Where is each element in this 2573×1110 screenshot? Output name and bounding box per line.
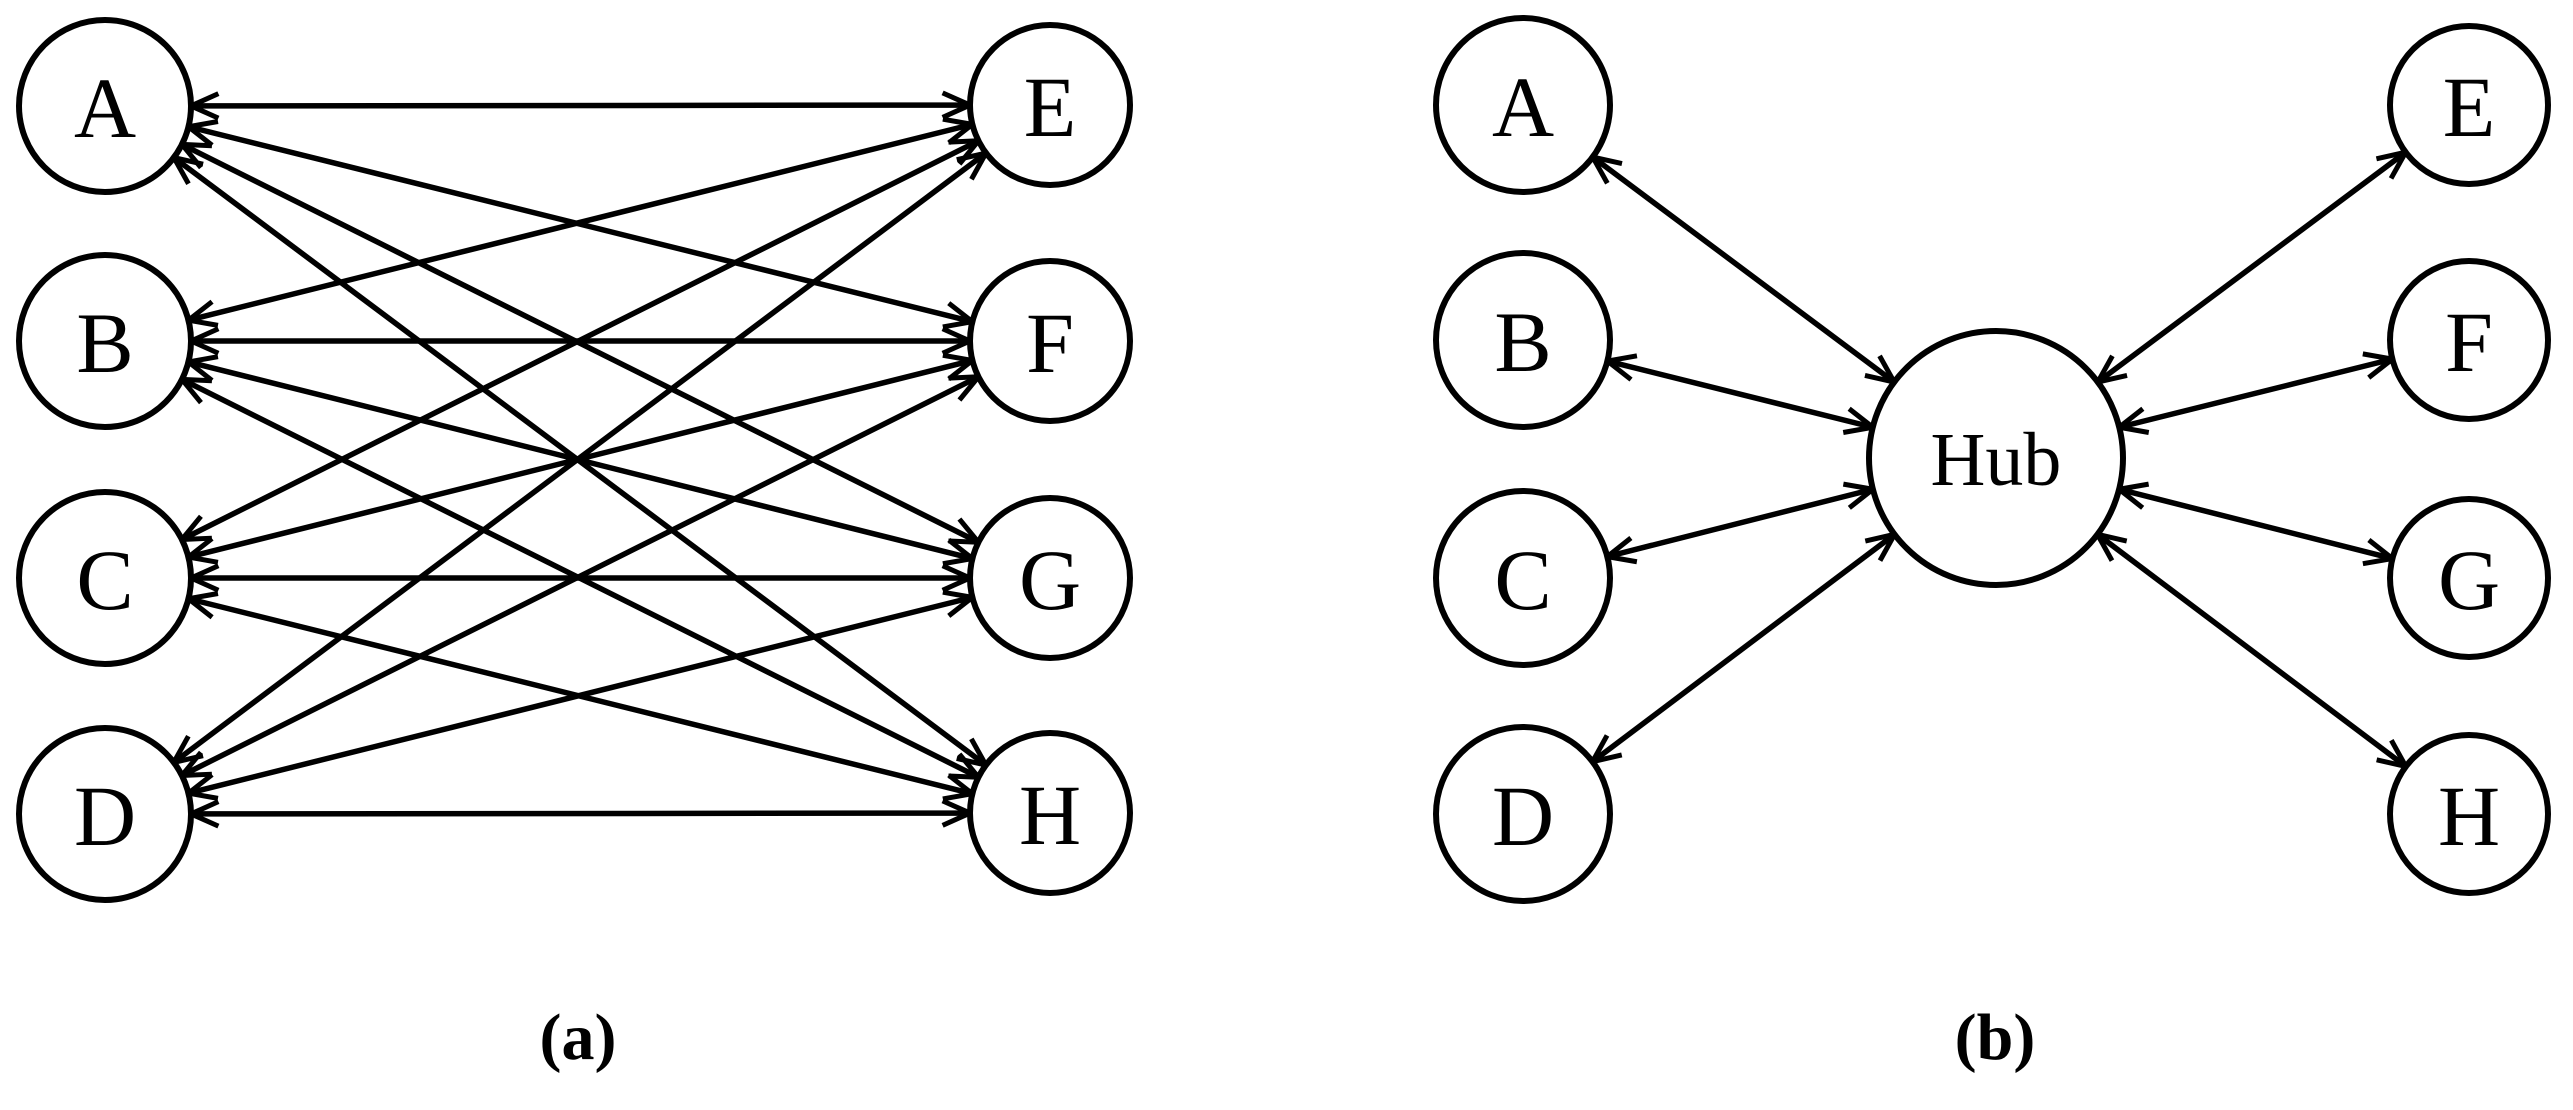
edge-c-hub <box>1605 481 1875 565</box>
panel-a-caption: (a) <box>539 1001 617 1074</box>
edge-b-e <box>186 116 974 328</box>
node-circle-f <box>2387 258 2551 422</box>
edge-d-g <box>186 589 974 801</box>
node-circle-a <box>1433 15 1613 195</box>
node-b[interactable]: B <box>1433 250 1613 430</box>
node-d[interactable]: D <box>1433 724 1613 904</box>
node-circle-h <box>967 730 1133 896</box>
panel-b-graph: A B C D Hub E F G H <box>1433 15 2551 904</box>
node-label-g: G <box>1019 532 1081 628</box>
node-g[interactable]: G <box>2387 496 2551 660</box>
node-circle-h <box>2387 732 2551 896</box>
edge-d-h <box>189 798 972 829</box>
edge-hub-e <box>2095 149 2408 385</box>
panel-b-caption: (b) <box>1954 1001 2036 1074</box>
node-circle-e <box>967 22 1133 188</box>
node-circle-hub <box>1866 328 2126 588</box>
node-circle-c <box>1433 488 1613 668</box>
edge-a-hub <box>1590 154 1897 385</box>
node-g[interactable]: G <box>967 495 1133 661</box>
node-c[interactable]: C <box>1433 488 1613 668</box>
node-h[interactable]: H <box>967 730 1133 896</box>
node-label-a: A <box>74 60 136 156</box>
node-circle-b <box>16 252 194 430</box>
node-circle-f <box>967 258 1133 424</box>
edge-b-hub <box>1605 353 1875 435</box>
node-label-c: C <box>76 532 133 628</box>
node-label-b: B <box>76 295 133 391</box>
panel-a-full-mesh: A B C D E F G H (a) <box>16 17 1133 1074</box>
node-label-a: A <box>1492 59 1554 155</box>
node-circle-d <box>16 725 194 903</box>
edge-hub-h <box>2095 531 2409 769</box>
node-f[interactable]: F <box>2387 258 2551 422</box>
node-circle-b <box>1433 250 1613 430</box>
node-label-e: E <box>2443 59 2496 155</box>
node-label-d: D <box>74 768 136 864</box>
node-label-g: G <box>2438 532 2500 628</box>
node-h[interactable]: H <box>2387 732 2551 896</box>
node-label-hub: Hub <box>1931 418 2062 502</box>
node-label-d: D <box>1492 768 1554 864</box>
node-label-f: F <box>1026 295 1074 391</box>
node-c[interactable]: C <box>16 489 194 667</box>
node-hub[interactable]: Hub <box>1866 328 2126 588</box>
node-a[interactable]: A <box>16 17 194 195</box>
edge-a-e <box>189 90 972 121</box>
node-f[interactable]: F <box>967 258 1133 424</box>
edge-d-f <box>179 374 981 779</box>
node-a[interactable]: A <box>1433 15 1613 195</box>
edge-hub-g <box>2117 481 2394 567</box>
node-circle-g <box>2387 496 2551 660</box>
node-circle-d <box>1433 724 1613 904</box>
edge-d-hub <box>1590 531 1897 765</box>
node-circle-e <box>2387 23 2551 187</box>
panel-b-hub-spoke: A B C D Hub E F G H (b) <box>1290 0 2573 1110</box>
node-b[interactable]: B <box>16 252 194 430</box>
node-label-h: H <box>1019 767 1081 863</box>
node-label-e: E <box>1024 59 1077 155</box>
edge-hub-f <box>2117 351 2394 435</box>
node-circle-a <box>16 17 194 195</box>
node-d[interactable]: D <box>16 725 194 903</box>
node-label-b: B <box>1494 294 1551 390</box>
node-label-c: C <box>1494 532 1551 628</box>
node-label-h: H <box>2438 768 2500 864</box>
node-e[interactable]: E <box>967 22 1133 188</box>
node-label-f: F <box>2445 294 2493 390</box>
panel-a-graph: A B C D E F G H <box>16 17 1133 903</box>
node-e[interactable]: E <box>2387 23 2551 187</box>
node-circle-c <box>16 489 194 667</box>
node-circle-g <box>967 495 1133 661</box>
